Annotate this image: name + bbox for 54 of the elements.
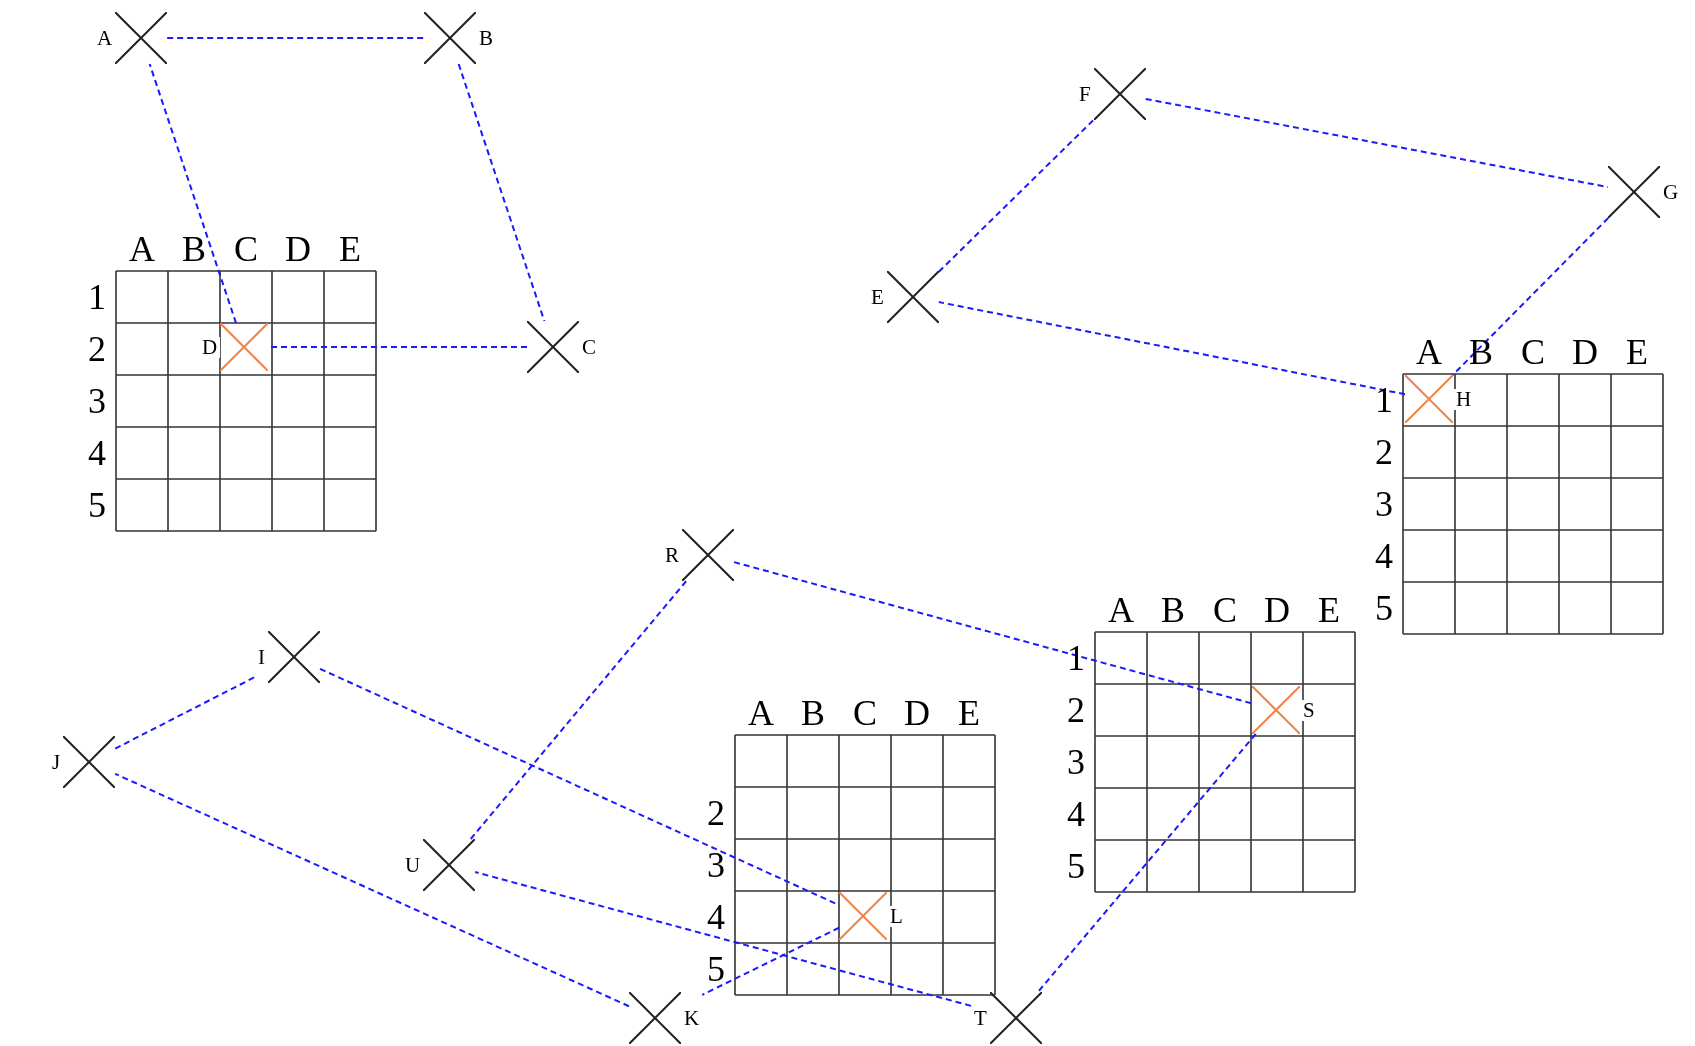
column-header: A bbox=[1108, 592, 1134, 628]
row-number: 1 bbox=[88, 279, 106, 315]
row-number: 3 bbox=[1375, 486, 1393, 522]
column-header: A bbox=[748, 695, 774, 731]
row-number: 3 bbox=[88, 383, 106, 419]
row-number: 2 bbox=[707, 795, 725, 831]
column-header: E bbox=[958, 695, 980, 731]
dashed-line bbox=[937, 119, 1095, 273]
row-number: 3 bbox=[707, 847, 725, 883]
column-header: B bbox=[1161, 592, 1185, 628]
dashed-line bbox=[114, 772, 630, 1008]
column-header: D bbox=[1572, 334, 1598, 370]
column-header: A bbox=[129, 231, 155, 267]
dashed-line bbox=[114, 676, 256, 750]
column-header: E bbox=[339, 231, 361, 267]
row-number: 5 bbox=[88, 487, 106, 523]
dashed-line bbox=[1144, 97, 1609, 189]
row-number: 4 bbox=[1067, 796, 1085, 832]
column-header: E bbox=[1318, 592, 1340, 628]
row-number: 2 bbox=[88, 331, 106, 367]
dashed-line bbox=[457, 63, 546, 322]
row-number: 5 bbox=[1067, 848, 1085, 884]
column-header: B bbox=[182, 231, 206, 267]
dashed-line bbox=[701, 926, 840, 996]
dashed-line bbox=[148, 63, 237, 324]
dashed-line bbox=[166, 37, 425, 39]
column-header: B bbox=[1469, 334, 1493, 370]
row-number: 3 bbox=[1067, 744, 1085, 780]
row-number: 2 bbox=[1375, 434, 1393, 470]
column-header: C bbox=[234, 231, 258, 267]
row-number: 4 bbox=[1375, 538, 1393, 574]
column-header: A bbox=[1416, 334, 1442, 370]
dashed-line bbox=[1036, 733, 1257, 993]
column-header: D bbox=[1264, 592, 1290, 628]
dashed-line bbox=[469, 580, 688, 840]
column-header: C bbox=[1213, 592, 1237, 628]
row-number: 1 bbox=[1067, 640, 1085, 676]
column-header: C bbox=[1521, 334, 1545, 370]
row-number: 4 bbox=[707, 899, 725, 935]
dashed-line bbox=[733, 561, 1253, 705]
row-number: 5 bbox=[1375, 590, 1393, 626]
column-header: B bbox=[801, 695, 825, 731]
dashed-line bbox=[937, 301, 1406, 396]
column-header: C bbox=[853, 695, 877, 731]
column-header: E bbox=[1626, 334, 1648, 370]
row-number: 4 bbox=[88, 435, 106, 471]
point-label: D bbox=[199, 336, 221, 358]
dashed-line bbox=[474, 871, 972, 1007]
dashed-line bbox=[1451, 217, 1610, 376]
column-header: D bbox=[904, 695, 930, 731]
column-header: D bbox=[285, 231, 311, 267]
row-number: 2 bbox=[1067, 692, 1085, 728]
row-number: 5 bbox=[707, 951, 725, 987]
row-number: 1 bbox=[1375, 382, 1393, 418]
